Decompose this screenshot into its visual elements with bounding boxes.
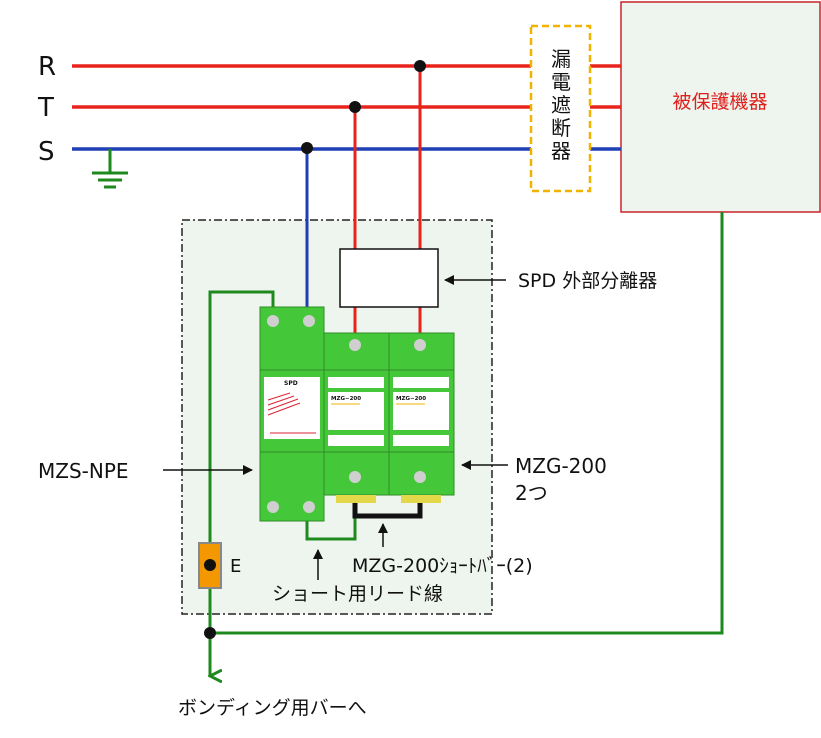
line-r-label: R bbox=[38, 52, 56, 82]
ground-icon bbox=[92, 149, 128, 189]
protected-equipment-label: 被保護機器 bbox=[672, 91, 767, 113]
breaker-char-2: 電 bbox=[551, 70, 571, 94]
label-spd-isolator: SPD 外部分離器 bbox=[518, 270, 657, 292]
breaker-char-3: 遮 bbox=[551, 93, 571, 117]
terminal-screw-icon bbox=[349, 339, 361, 351]
spd-external-isolator bbox=[339, 248, 439, 308]
earth-terminal-dot bbox=[204, 559, 216, 571]
junction-s bbox=[301, 142, 313, 154]
mzg-tag-2: MZG−200 bbox=[396, 396, 426, 402]
mzg-200-module-1: MZG−200 bbox=[323, 332, 390, 503]
terminal-screw-icon bbox=[267, 501, 279, 513]
label-shortlead: ショート用リード線 bbox=[272, 583, 443, 605]
line-t-label: T bbox=[37, 93, 54, 123]
ground-wire-equipment bbox=[210, 212, 724, 635]
breaker-char-5: 器 bbox=[551, 139, 571, 163]
breaker-char-4: 断 bbox=[551, 116, 571, 140]
ground-wire-npe-top bbox=[208, 290, 275, 544]
earth-terminal-label: E bbox=[230, 556, 241, 577]
earth-leakage-breaker bbox=[529, 24, 592, 193]
label-mzg-200: MZG-200 bbox=[515, 454, 607, 478]
junction-r bbox=[414, 60, 426, 72]
junction-t bbox=[349, 101, 361, 113]
npe-tag: SPD bbox=[284, 380, 298, 387]
terminal-screw-icon bbox=[414, 471, 426, 483]
label-mzg-count: 2つ bbox=[515, 481, 548, 505]
terminal-screw-icon bbox=[349, 471, 361, 483]
mzg-200-module-2: MZG−200 bbox=[388, 332, 455, 503]
junction-ground bbox=[204, 627, 216, 639]
breaker-char-1: 漏 bbox=[551, 47, 571, 71]
line-s-label: S bbox=[38, 137, 55, 167]
protected-equipment-box bbox=[620, 1, 821, 213]
mzg-short-bar bbox=[352, 495, 423, 519]
label-bonding-bar: ボンディング用バーへ bbox=[178, 697, 367, 719]
terminal-screw-icon bbox=[267, 315, 279, 327]
terminal-screw-icon bbox=[414, 339, 426, 351]
terminal-screw-icon bbox=[303, 501, 315, 513]
terminal-screw-icon bbox=[303, 315, 315, 327]
label-shortbar: MZG-200ｼｮｰﾄﾊﾞｰ(2) bbox=[352, 555, 533, 577]
mzg-tag-1: MZG−200 bbox=[331, 396, 361, 402]
label-mzs-npe: MZS-NPE bbox=[38, 459, 129, 483]
mzs-npe-module: SPD bbox=[259, 306, 325, 522]
